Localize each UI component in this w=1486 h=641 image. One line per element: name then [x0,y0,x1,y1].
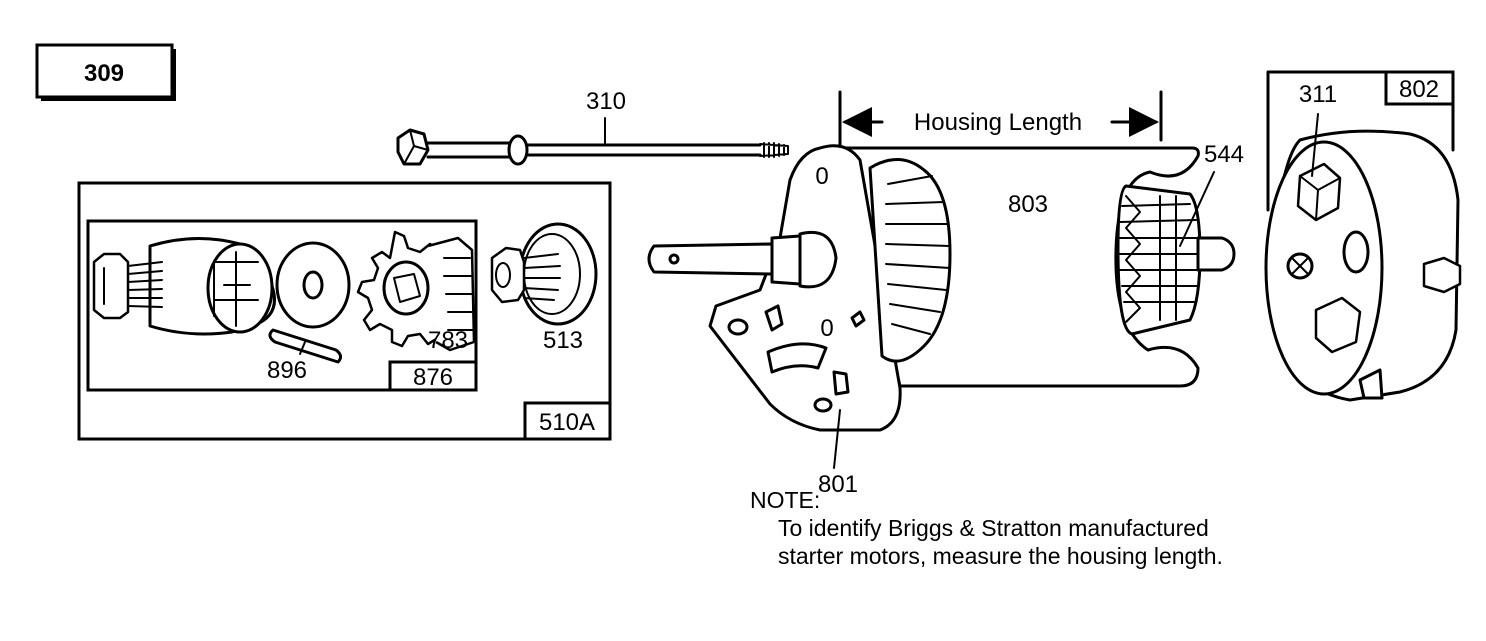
label-802: 802 [1399,76,1439,103]
note-body: To identify Briggs & Stratton manufactur… [750,514,1450,570]
housing-length-dimension [838,90,1163,152]
label-801: 801 [818,471,858,498]
end-cap [1264,113,1462,402]
label-310: 310 [586,88,626,115]
gear-kit-876-frame: 876 [86,219,478,392]
label-544: 544 [1204,141,1244,168]
drive-end-bracket: 0 0 [647,144,952,469]
note-heading: NOTE: [750,487,821,513]
label-housing-length: Housing Length [914,109,1082,136]
washer [275,241,351,329]
svg-text:0: 0 [815,163,828,190]
label-876: 876 [413,364,453,391]
svg-text:0: 0 [820,315,833,342]
through-bolt [396,117,789,166]
pinion-gear [356,230,476,352]
roll-pin [268,328,343,364]
drive-kit-510a-frame: 510A [77,181,612,441]
drive-pinion [92,237,276,336]
label-896: 896 [267,357,307,384]
label-783: 783 [428,327,468,354]
note-block: NOTE: To identify Briggs & Stratton manu… [750,486,1450,570]
figure-id: 309 [84,60,124,87]
note-line-2: starter motors, measure the housing leng… [778,543,1223,569]
armature [1116,171,1236,336]
label-510a: 510A [539,409,595,436]
note-line-1: To identify Briggs & Stratton manufactur… [778,515,1209,541]
label-311: 311 [1299,81,1337,108]
label-513: 513 [543,327,583,354]
label-803: 803 [1008,191,1048,218]
figure-id-box: 309 [35,43,176,101]
clutch-assembly [490,222,598,326]
end-cap-kit-802-frame: 802 [1266,70,1455,212]
